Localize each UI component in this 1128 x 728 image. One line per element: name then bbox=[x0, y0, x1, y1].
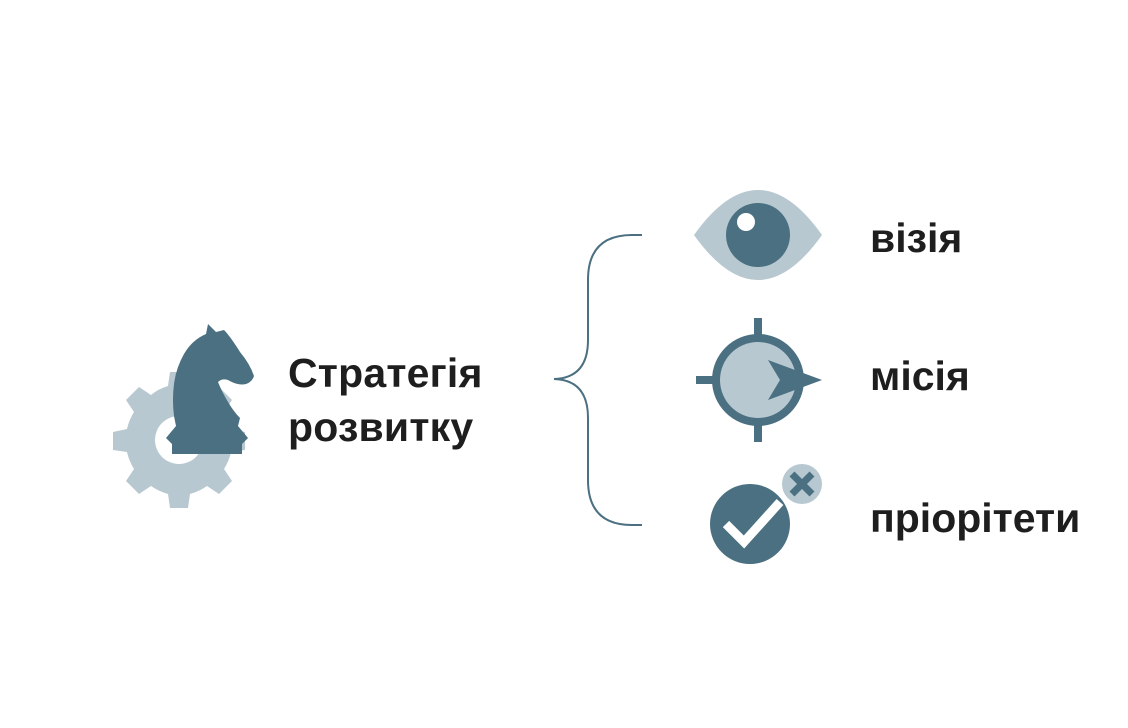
strategy-title: Стратегія розвитку bbox=[288, 346, 483, 454]
strategy-title-line1: Стратегія bbox=[288, 350, 483, 396]
target-arrow-icon bbox=[696, 318, 822, 442]
item-label-mission: місія bbox=[870, 353, 970, 399]
strategy-title-line2: розвитку bbox=[288, 404, 474, 450]
gear-chess-knight-icon bbox=[113, 324, 254, 508]
item-label-priorities: пріорітети bbox=[870, 495, 1081, 541]
curly-brace bbox=[553, 234, 642, 526]
check-cross-icon bbox=[710, 464, 822, 564]
eye-icon bbox=[694, 190, 822, 280]
item-label-vision: візія bbox=[870, 215, 963, 261]
